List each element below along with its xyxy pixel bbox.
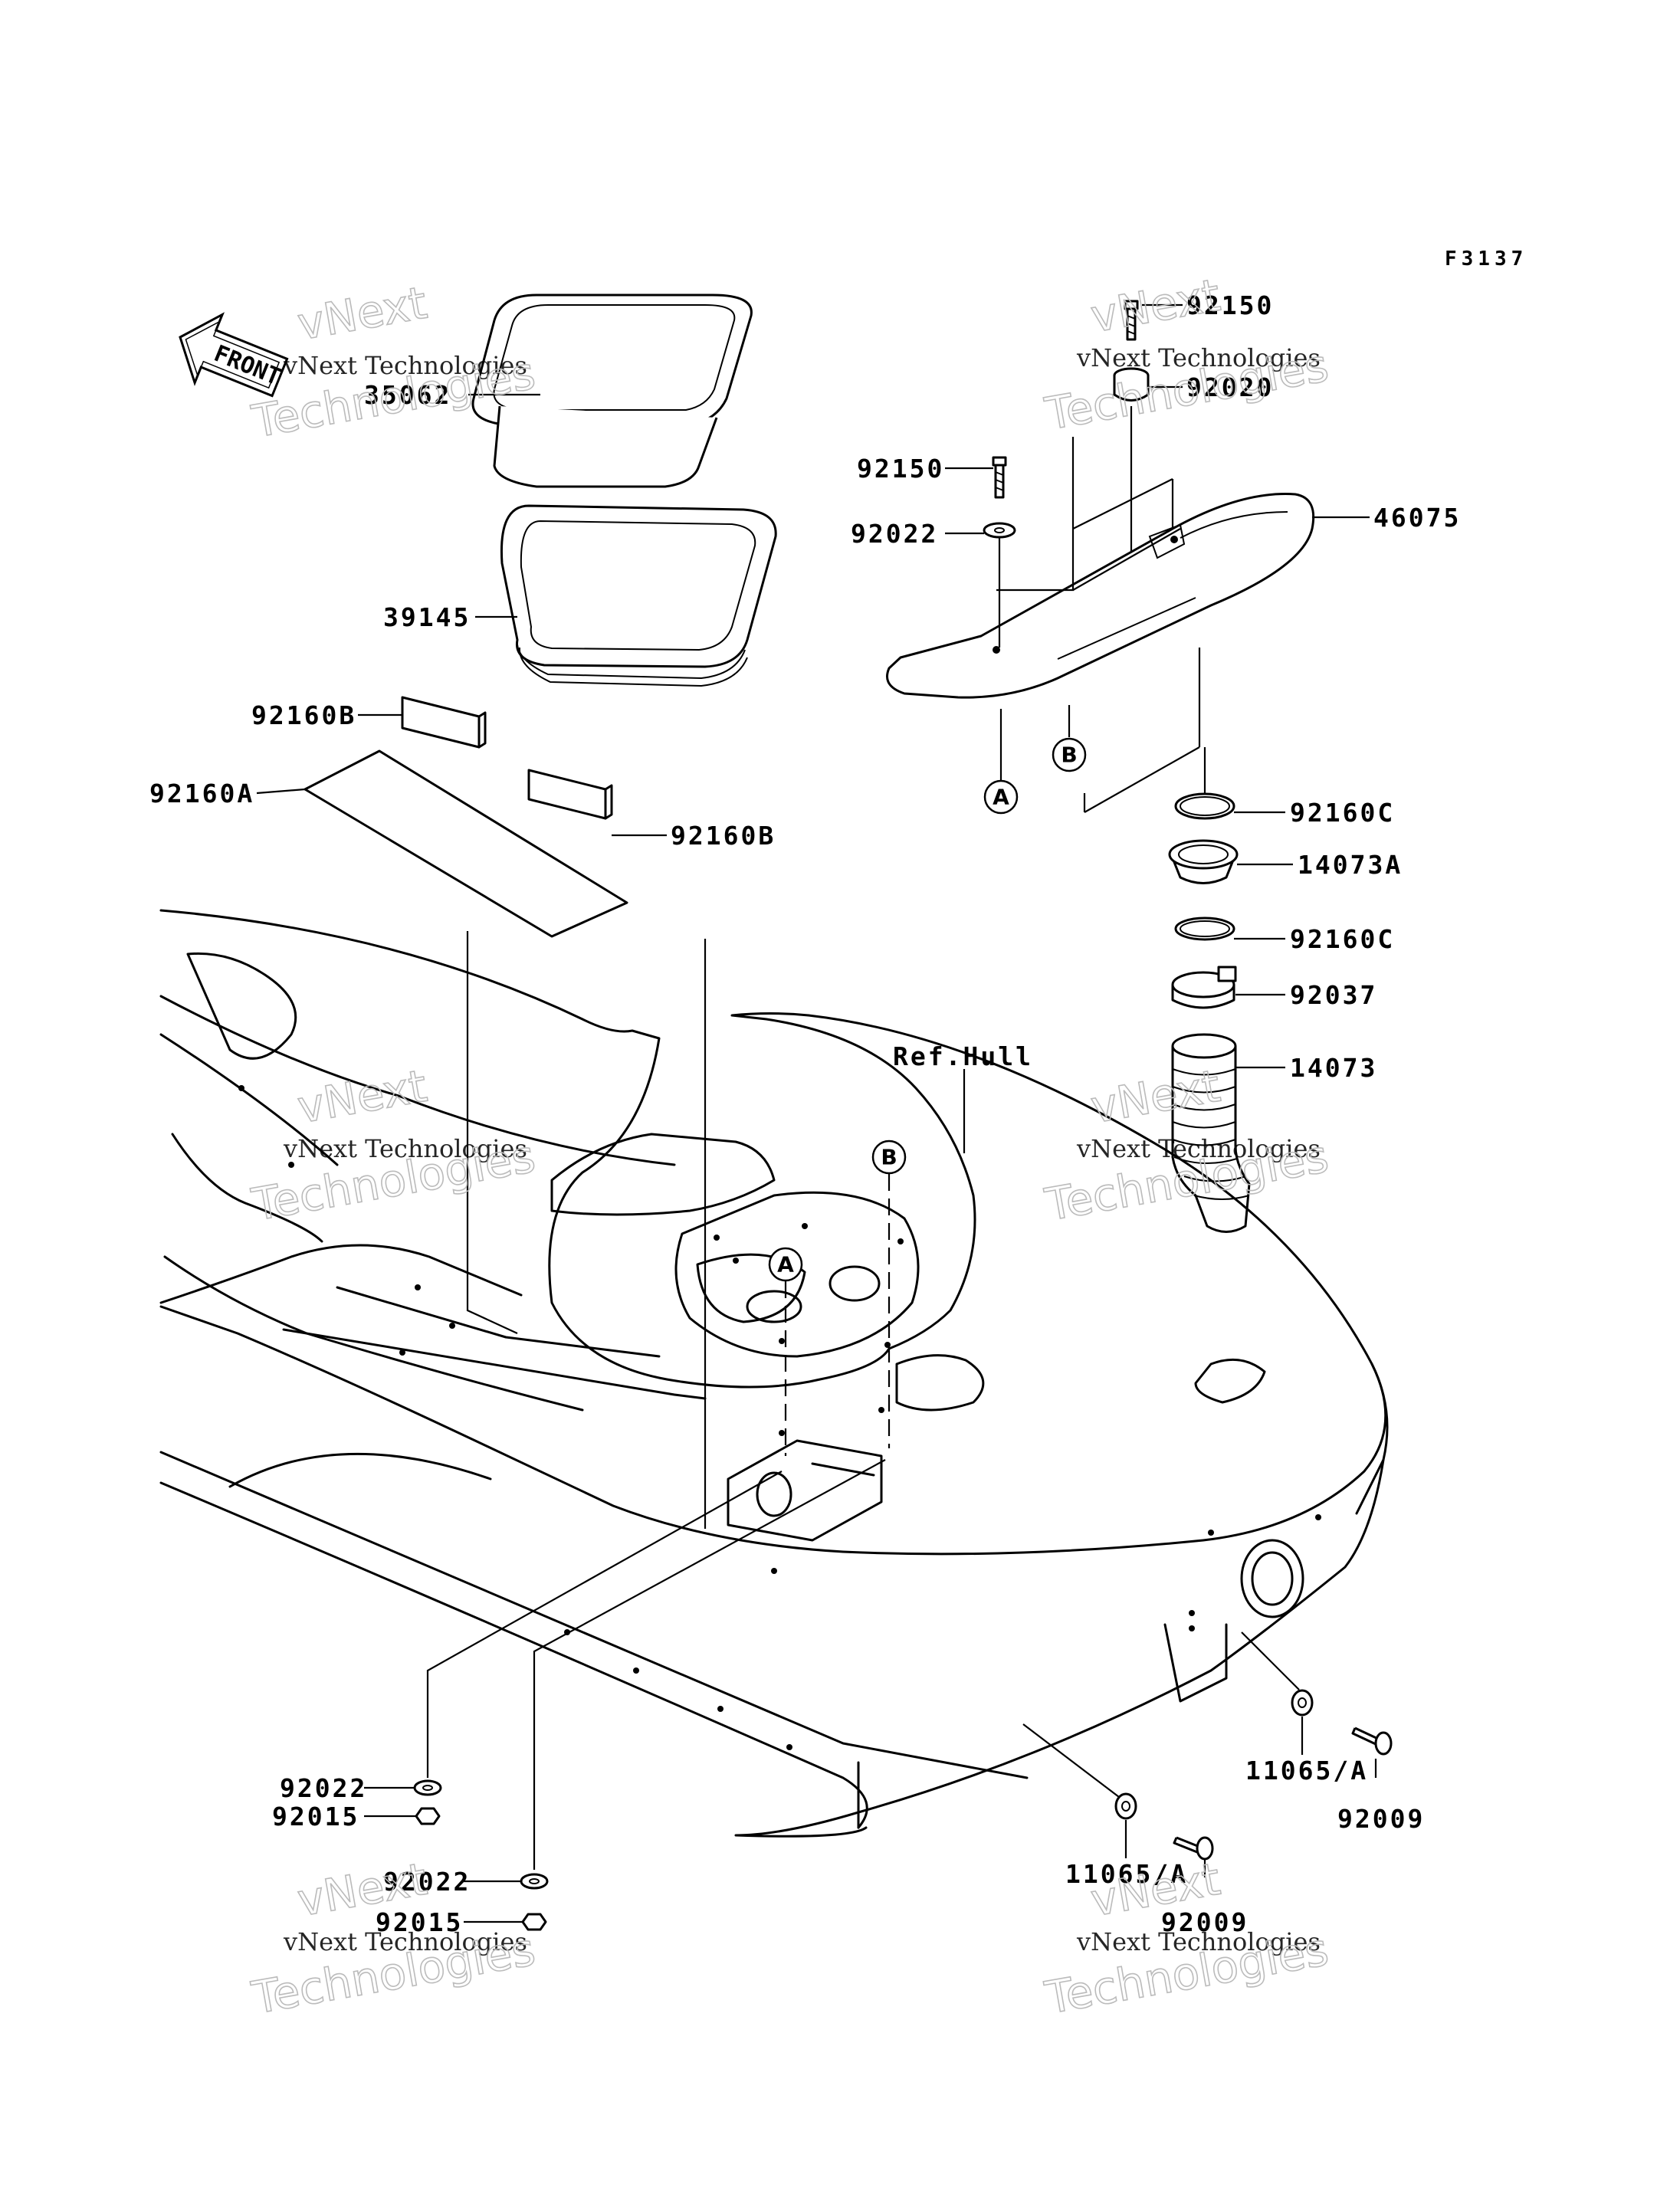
label-92015-bottom-1: 92015: [272, 1802, 359, 1831]
bolt-92150-top[interactable]: [1124, 300, 1139, 341]
callout-a-top: A: [983, 779, 1019, 815]
hose-14073[interactable]: [1171, 1033, 1251, 1233]
pad-92160A[interactable]: [304, 749, 628, 938]
label-92160C-lower: 92160C: [1290, 924, 1395, 954]
label-92022-bottom-1: 92022: [280, 1773, 367, 1803]
svg-text:vNext Technologies: vNext Technologies: [1076, 1134, 1321, 1163]
label-11065A-2: 11065/A: [1065, 1859, 1188, 1889]
spacer-92020[interactable]: [1113, 367, 1150, 402]
washer-92022-bottom-1[interactable]: [413, 1779, 442, 1796]
label-92009-2: 92009: [1161, 1907, 1249, 1937]
nut-92015-bottom-2[interactable]: [521, 1913, 547, 1931]
watermark-3: vNext Technologies vNext Technologies: [248, 1059, 540, 1231]
label-11065A-1: 11065/A: [1245, 1756, 1368, 1785]
label-92009-1: 92009: [1337, 1804, 1425, 1834]
svg-text:B: B: [881, 1145, 897, 1170]
label-92020: 92020: [1186, 372, 1274, 402]
handle-46075[interactable]: [886, 493, 1315, 699]
svg-text:vNext: vNext: [1087, 269, 1224, 343]
svg-text:vNext: vNext: [294, 1060, 431, 1133]
label-ref-hull: Ref.Hull: [893, 1041, 1033, 1071]
label-92160A: 92160A: [149, 779, 254, 808]
nut-92015-bottom-1[interactable]: [415, 1807, 441, 1825]
label-92015-bottom-2: 92015: [376, 1907, 463, 1937]
storage-tray-35062[interactable]: [471, 293, 753, 488]
washer-92022-bottom-2[interactable]: [520, 1873, 549, 1890]
label-92150-left: 92150: [857, 454, 944, 484]
label-35062: 35062: [364, 380, 451, 410]
svg-text:vNext Technologies: vNext Technologies: [283, 351, 527, 380]
fitting-14073A[interactable]: [1168, 839, 1239, 884]
callout-b-top: B: [1052, 737, 1087, 772]
label-92022-top: 92022: [851, 519, 938, 549]
callout-a-hull: A: [768, 1247, 803, 1282]
label-46075: 46075: [1373, 503, 1461, 533]
svg-text:B: B: [1061, 743, 1077, 768]
clamp-92037[interactable]: [1171, 966, 1237, 1009]
label-14073A: 14073A: [1298, 850, 1403, 880]
pad-92160B-upper[interactable]: [401, 696, 487, 749]
label-92160B-lower: 92160B: [671, 821, 776, 851]
svg-text:A: A: [993, 785, 1009, 810]
callout-b-hull: B: [871, 1139, 907, 1175]
oring-92160C-lower[interactable]: [1174, 917, 1235, 941]
label-92160C-upper: 92160C: [1290, 798, 1395, 828]
watermark-2: vNext Technologies vNext Technologies: [1041, 268, 1333, 441]
svg-text:A: A: [777, 1252, 794, 1277]
svg-text:vNext Technologies: vNext Technologies: [283, 1927, 527, 1956]
svg-text:vNext Technologies: vNext Technologies: [1076, 343, 1321, 372]
watermark-5: vNext Technologies vNext Technologies: [248, 1852, 540, 2025]
gasket-39145[interactable]: [500, 504, 777, 687]
bolt-92150-left[interactable]: [992, 456, 1007, 499]
svg-text:vNext: vNext: [294, 277, 431, 350]
label-92160B-upper: 92160B: [251, 700, 356, 730]
label-14073: 14073: [1290, 1053, 1377, 1083]
figure-code: F3137: [1445, 248, 1527, 271]
label-92150-top: 92150: [1186, 290, 1274, 320]
watermark-4: vNext Technologies vNext Technologies: [1041, 1059, 1333, 1231]
washer-92022-top[interactable]: [983, 522, 1016, 539]
leader-lines: [256, 303, 1377, 1923]
label-39145: 39145: [383, 602, 471, 632]
part-labels: 92150 92020 35062 92150 92022 46075 3914…: [149, 290, 1461, 1937]
svg-text:vNext Technologies: vNext Technologies: [1076, 1927, 1321, 1956]
screw-92009-1[interactable]: [1351, 1726, 1393, 1756]
label-92022-bottom-2: 92022: [383, 1867, 471, 1897]
nut-11065A-2[interactable]: [1114, 1792, 1137, 1820]
svg-text:vNext Technologies: vNext Technologies: [283, 1134, 527, 1163]
label-92037: 92037: [1290, 980, 1377, 1010]
pad-92160B-lower[interactable]: [527, 769, 613, 820]
nut-11065A-1[interactable]: [1291, 1689, 1314, 1717]
hull: [159, 909, 1389, 1838]
oring-92160C-upper[interactable]: [1174, 792, 1235, 820]
